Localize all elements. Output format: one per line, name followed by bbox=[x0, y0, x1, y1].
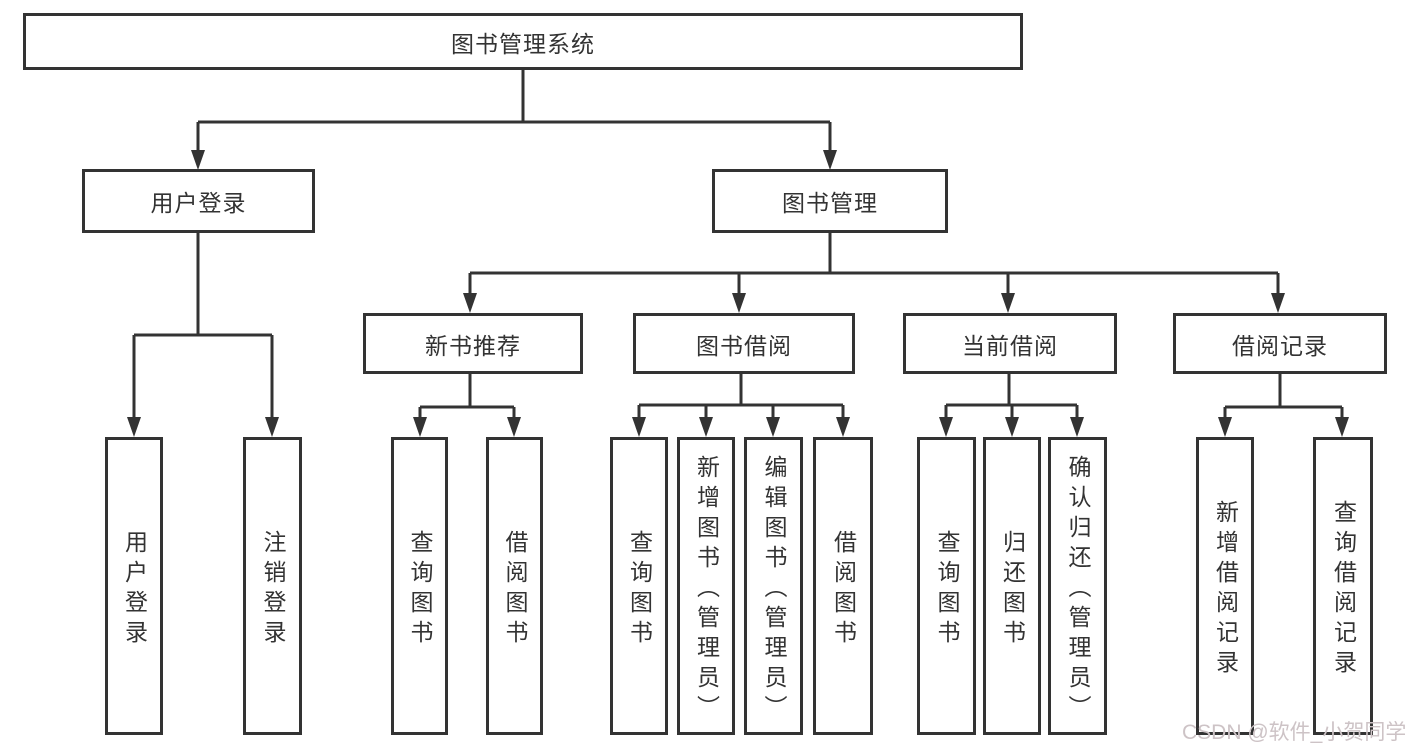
leaf-borrow-books-recommend: 借阅图书 bbox=[486, 437, 543, 735]
watermark: CSDN @软件_小贺同学 bbox=[1182, 721, 1405, 744]
leaf-query-books-current: 查询图书 bbox=[917, 437, 976, 735]
connector-book-management bbox=[468, 233, 1280, 296]
connector-root bbox=[196, 68, 832, 152]
leaf-add-borrow-record: 新增借阅记录 bbox=[1196, 437, 1254, 735]
leaf-user-login: 用户登录 bbox=[105, 437, 163, 735]
node-new-book-recommend: 新书推荐 bbox=[363, 313, 583, 374]
leaf-query-books-recommend: 查询图书 bbox=[391, 437, 448, 735]
connector-user-login bbox=[132, 233, 274, 419]
node-borrow-records: 借阅记录 bbox=[1173, 313, 1387, 374]
leaf-query-borrow-record: 查询借阅记录 bbox=[1313, 437, 1373, 735]
connector-new-book-recommend bbox=[418, 374, 516, 420]
node-root: 图书管理系统 bbox=[23, 13, 1023, 70]
leaf-borrow-books: 借阅图书 bbox=[813, 437, 873, 735]
node-book-management: 图书管理 bbox=[712, 169, 948, 233]
node-user-login: 用户登录 bbox=[82, 169, 315, 233]
connector-current-borrow bbox=[944, 374, 1079, 420]
leaf-logout: 注销登录 bbox=[243, 437, 302, 735]
leaf-confirm-return-admin: 确认归还（管理员） bbox=[1048, 437, 1107, 735]
leaf-return-book: 归还图书 bbox=[983, 437, 1041, 735]
node-book-borrow: 图书借阅 bbox=[633, 313, 855, 374]
leaf-query-books-borrow: 查询图书 bbox=[610, 437, 668, 735]
leaf-add-book-admin: 新增图书（管理员） bbox=[677, 437, 735, 735]
leaf-edit-book-admin: 编辑图书（管理员） bbox=[744, 437, 803, 735]
node-current-borrow: 当前借阅 bbox=[903, 313, 1117, 374]
connector-borrow-records bbox=[1223, 374, 1344, 420]
arrowheads bbox=[127, 150, 1349, 437]
connector-book-borrow bbox=[637, 374, 845, 420]
